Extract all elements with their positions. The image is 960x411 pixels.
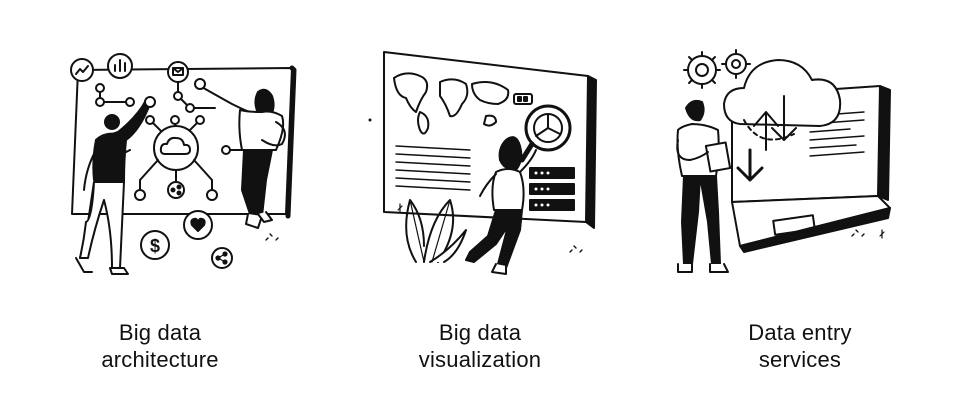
caption-title: Data entry bbox=[748, 320, 852, 345]
world-map-dashboard-icon bbox=[368, 51, 597, 275]
caption-subtitle: architecture bbox=[101, 347, 219, 372]
caption-subtitle: services bbox=[758, 347, 842, 372]
illustration-big-data-visualization: Big data visualization bbox=[320, 0, 640, 411]
cloud-laptop-sync-icon bbox=[676, 49, 891, 273]
illustration-data-entry-services: Data entry services bbox=[640, 0, 960, 411]
svg-text:$: $ bbox=[150, 236, 160, 256]
network-diagram-icon: $ bbox=[70, 53, 297, 275]
illustration-big-data-architecture: $ Big data architecture bbox=[0, 0, 320, 411]
caption-subtitle: visualization bbox=[418, 347, 542, 372]
caption-title: Big data bbox=[438, 320, 522, 345]
caption-title: Big data bbox=[118, 320, 202, 345]
